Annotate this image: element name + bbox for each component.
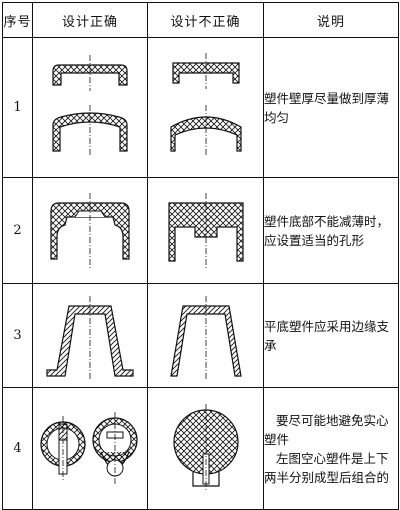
figure-incorrect-2 (147, 177, 264, 284)
explanation-text: 要尽可能地避免实心塑件 (264, 412, 389, 447)
figure-incorrect-3 (147, 283, 264, 388)
solid-sphere-figure (172, 403, 239, 490)
figure-correct-4 (32, 387, 148, 510)
cap-uneven-wall-figure (169, 52, 242, 157)
header-row: 序号 设计正确 设计不正确 说明 (2, 2, 399, 38)
explanation-text: 塑件壁厚尽量做到厚薄均匀 (264, 90, 390, 125)
header-explanation: 说明 (263, 2, 399, 38)
row-number: 3 (2, 283, 33, 388)
figure-correct-3 (32, 283, 148, 388)
figure-correct-2 (32, 177, 148, 284)
flat-bottom-figure (169, 295, 242, 380)
figure-correct-1 (32, 37, 148, 178)
figure-incorrect-4 (147, 387, 264, 510)
header-correct: 设计正确 (32, 2, 148, 38)
figure-incorrect-1 (147, 37, 264, 178)
explanation-text: 平底塑件应采用边缘支承 (264, 318, 390, 353)
bottom-with-hole-figure (50, 192, 130, 269)
explanation-text: 左图空心塑件是上下两半分别成型后组合的 (264, 450, 390, 485)
explanation-2: 塑件底部不能减薄时，应设置适当的孔形 (263, 177, 399, 284)
table-row: 4 (2, 387, 399, 510)
row-number: 2 (2, 177, 33, 284)
header-number: 序号 (2, 2, 33, 38)
thick-bottom-figure (167, 192, 244, 269)
row-number: 4 (2, 387, 33, 510)
edge-supported-figure (46, 295, 134, 380)
cap-even-wall-figure (52, 54, 128, 157)
hollow-spheres-figure (40, 411, 138, 486)
explanation-4: 要尽可能地避免实心塑件 左图空心塑件是上下两半分别成型后组合的 (263, 387, 399, 510)
table-row: 2 塑件底部不能减薄时，应设置适当的孔形 (2, 177, 399, 284)
header-incorrect: 设计不正确 (147, 2, 264, 38)
explanation-3: 平底塑件应采用边缘支承 (263, 283, 399, 388)
explanation-1: 塑件壁厚尽量做到厚薄均匀 (263, 37, 399, 178)
table-row: 3 平底塑件应采用边缘支承 (2, 283, 399, 388)
table-row: 1 (2, 37, 399, 178)
explanation-text: 塑件底部不能减薄时，应设置适当的孔形 (264, 213, 390, 248)
row-number: 1 (2, 37, 33, 178)
